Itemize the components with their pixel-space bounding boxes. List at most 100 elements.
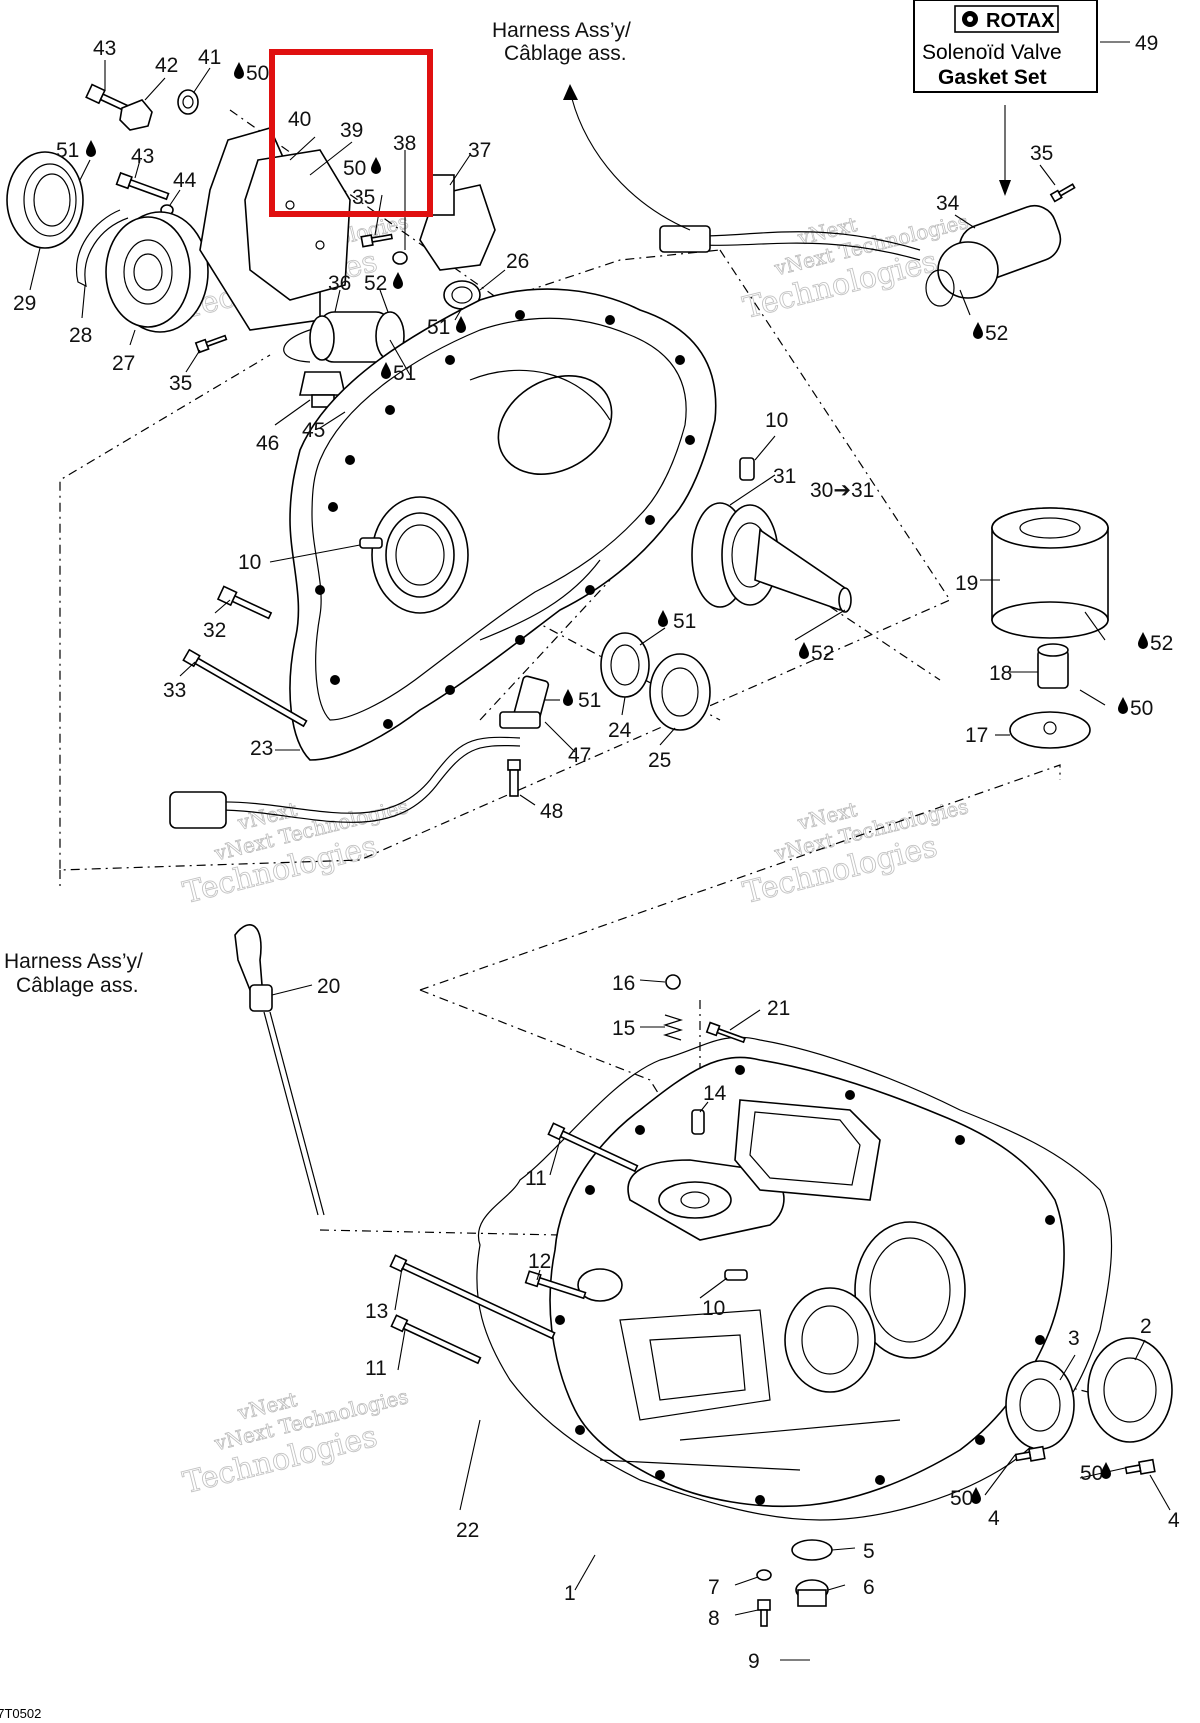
dowel-10-low — [724, 1269, 748, 1281]
oil-drop-icon — [234, 62, 244, 79]
callout-51: 51 — [427, 316, 450, 339]
dowel-10 — [739, 457, 755, 481]
callout-23: 23 — [250, 737, 273, 760]
callout-10: 10 — [702, 1297, 725, 1320]
watermark: vNext vNext Technologies Technologies — [179, 794, 411, 912]
oil-drop-icon — [971, 1487, 981, 1504]
dipstick-20 — [234, 924, 325, 1216]
callout-50: 50 — [246, 62, 269, 85]
oil-drop-icons — [86, 62, 1148, 1504]
callout-4: 4 — [988, 1507, 1000, 1530]
harness-note-left: Harness Ass’y/ Câblage ass. — [4, 950, 143, 997]
clamp-42 — [119, 99, 153, 131]
callout-28: 28 — [69, 324, 92, 347]
callout-32: 32 — [203, 619, 226, 642]
circlip-28 — [75, 209, 129, 288]
rotax-brand: ROTAX — [986, 10, 1055, 32]
callout-51: 51 — [673, 610, 696, 633]
screw-48 — [507, 759, 521, 797]
callout-50: 50 — [1080, 1462, 1103, 1485]
harness-connector-top — [659, 225, 711, 253]
callout-10: 10 — [238, 551, 261, 574]
washer-7 — [756, 1569, 772, 1581]
callout-30-31: 30➔31 — [810, 479, 874, 502]
oil-drop-icon — [563, 689, 573, 706]
oil-drop-icon — [393, 272, 403, 289]
crankcase-lower-1 — [389, 974, 1173, 1627]
callout-34: 34 — [936, 192, 960, 215]
callout-6: 6 — [863, 1576, 875, 1599]
callout-39: 39 — [340, 119, 363, 142]
bolt-33 — [182, 648, 308, 728]
figure-code: 07T0502 — [0, 1706, 41, 1721]
callout-49: 49 — [1135, 32, 1158, 55]
bearing-27 — [105, 211, 209, 333]
callout-50: 50 — [950, 1487, 973, 1510]
callout-4: 4 — [1168, 1509, 1180, 1532]
sensor-47 — [499, 675, 550, 729]
bolt-12 — [524, 1270, 587, 1300]
middle-right-parts — [169, 457, 852, 829]
callout-42: 42 — [155, 54, 178, 77]
connector-37 — [431, 174, 455, 216]
callout-35: 35 — [352, 186, 375, 209]
callout-13: 13 — [365, 1300, 388, 1323]
oil-drop-icon — [1138, 632, 1148, 649]
callout-38: 38 — [393, 132, 416, 155]
callout-48: 48 — [540, 800, 563, 823]
ball-16 — [665, 974, 681, 990]
plate-17 — [1009, 711, 1091, 749]
oil-filter-parts — [991, 507, 1109, 749]
screw-35-top — [360, 233, 393, 248]
screw-21 — [705, 1021, 746, 1044]
callout-9: 9 — [748, 1650, 760, 1673]
callout-7: 7 — [708, 1576, 720, 1599]
callout-46: 46 — [256, 432, 279, 455]
callout-35: 35 — [1030, 142, 1053, 165]
harness-note-top: Harness Ass’y/ Câblage ass. — [492, 19, 631, 65]
screw-8 — [757, 1599, 771, 1627]
callout-33: 33 — [163, 679, 186, 702]
upper-left-parts — [6, 83, 496, 419]
callout-47: 47 — [568, 744, 591, 767]
callout-45: 45 — [302, 419, 325, 442]
callout-40: 40 — [288, 108, 311, 131]
callout-1: 1 — [564, 1582, 576, 1605]
callout-20: 20 — [317, 975, 340, 998]
bearing-25 — [649, 653, 711, 731]
oil-drop-icon — [658, 610, 668, 627]
fitting-18 — [1037, 643, 1069, 689]
callout-3: 3 — [1068, 1327, 1080, 1350]
oil-drop-icon — [1118, 697, 1128, 714]
crankcase-cover-23 — [289, 288, 717, 761]
callout-43: 43 — [131, 145, 154, 168]
gasket-set-kit-box: ROTAX Solenoïd Valve Gasket Set — [913, 0, 1098, 93]
oil-filter-19 — [991, 507, 1109, 639]
callout-15: 15 — [612, 1017, 635, 1040]
callout-51: 51 — [393, 362, 416, 385]
svg-text:Câblage ass.: Câblage ass. — [504, 42, 627, 65]
washer-38 — [392, 251, 408, 265]
kit-subtitle: Gasket Set — [938, 66, 1047, 89]
callout-26: 26 — [506, 250, 529, 273]
callout-37: 37 — [468, 139, 491, 162]
highlight-box — [269, 49, 433, 217]
oil-drop-icon — [86, 140, 96, 157]
callout-52: 52 — [811, 642, 834, 665]
bolt-11-top — [547, 1122, 639, 1173]
bolt-11-low — [390, 1314, 482, 1365]
callout-labels: 43 42 41 50 40 39 38 50 35 37 51 43 44 2… — [13, 32, 1180, 1673]
watermark: vNext vNext Technologies Technologies — [179, 1384, 411, 1502]
callout-41: 41 — [198, 46, 221, 69]
callout-24: 24 — [608, 719, 632, 742]
callout-21: 21 — [767, 997, 790, 1020]
plug-6 — [795, 1579, 829, 1607]
callout-44: 44 — [173, 169, 197, 192]
oil-seal-29 — [6, 151, 84, 249]
svg-text:Harness Ass’y/: Harness Ass’y/ — [4, 950, 143, 973]
shaft-30 — [691, 502, 852, 613]
upper-right-parts — [563, 84, 1076, 307]
svg-text:Harness Ass’y/: Harness Ass’y/ — [492, 19, 631, 42]
callout-50: 50 — [343, 157, 366, 180]
callout-11: 11 — [365, 1357, 387, 1380]
